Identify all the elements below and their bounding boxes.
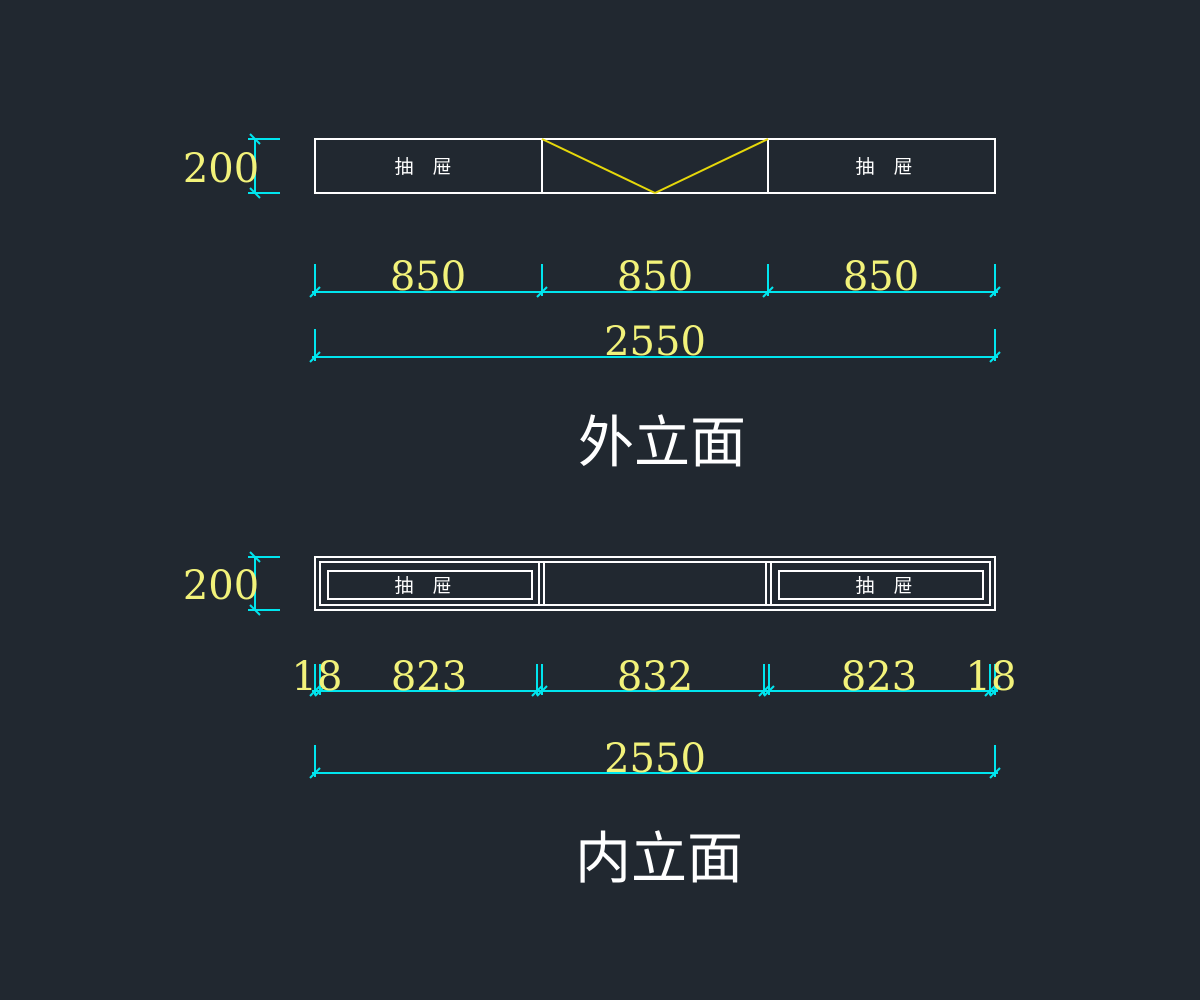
inner-segment-dimension-line bbox=[309, 664, 1001, 697]
inner-segment-dim-1: 18 bbox=[292, 654, 343, 700]
outer-total-dim: 2550 bbox=[604, 319, 706, 365]
inner-elevation-title: 内立面 bbox=[575, 827, 743, 892]
inner-drawer-front-left bbox=[327, 570, 533, 600]
inner-segment-dim-3: 832 bbox=[617, 654, 693, 700]
inner-segment-dim-5: 18 bbox=[966, 654, 1017, 700]
outer-segment-dim-2: 850 bbox=[617, 254, 693, 300]
outer-segment-dimension-line bbox=[309, 264, 1001, 298]
inner-segment-dim-2: 823 bbox=[391, 654, 467, 700]
inner-cabinet-outline bbox=[314, 556, 996, 611]
inner-drawer-label-right: 抽 屉 bbox=[855, 575, 912, 597]
inner-drawer-front-right bbox=[778, 570, 984, 600]
inner-height-dimension bbox=[248, 551, 280, 616]
inner-elevation: 200 抽 屉 抽 屉 bbox=[183, 551, 1017, 892]
outer-total-dimension-line bbox=[309, 329, 1001, 363]
outer-drawer-label-right: 抽 屉 bbox=[855, 156, 912, 178]
outer-drawer-label-left: 抽 屉 bbox=[394, 156, 451, 178]
inner-drawer-fronts bbox=[327, 570, 984, 600]
outer-segment-dim-3: 850 bbox=[843, 254, 919, 300]
inner-total-dimension-line bbox=[309, 745, 1001, 779]
inner-total-dim: 2550 bbox=[604, 736, 706, 782]
outer-height-dimension bbox=[248, 133, 280, 199]
inner-segment-dim-4: 823 bbox=[841, 654, 917, 700]
outer-segment-dim-1: 850 bbox=[390, 254, 466, 300]
outer-height-dim-text: 200 bbox=[183, 146, 259, 192]
outer-elevation: 200 抽 屉 抽 屉 850 850 850 bbox=[183, 133, 1001, 476]
outer-elevation-title: 外立面 bbox=[578, 411, 746, 476]
inner-height-dim-text: 200 bbox=[183, 563, 259, 609]
inner-drawer-label-left: 抽 屉 bbox=[394, 575, 451, 597]
outer-door-swing-lines bbox=[541, 138, 769, 194]
